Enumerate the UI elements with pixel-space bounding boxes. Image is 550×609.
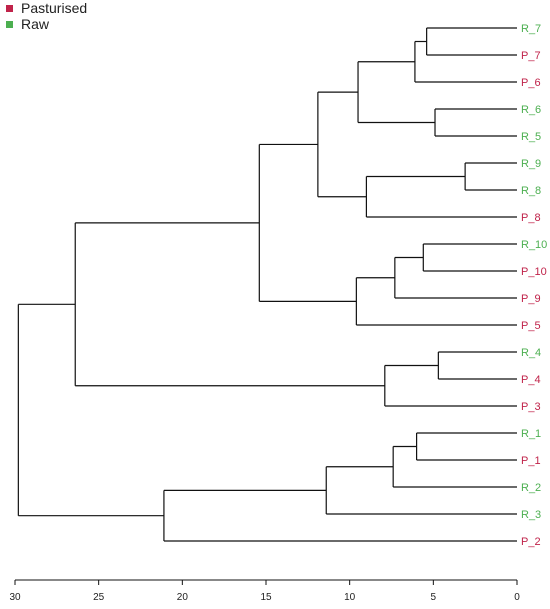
leaf-label: P_6 — [521, 77, 541, 89]
x-tick-label: 30 — [9, 592, 21, 603]
leaf-label: P_5 — [521, 320, 541, 332]
legend-swatch — [6, 4, 13, 12]
leaf-label: P_8 — [521, 212, 541, 224]
x-tick-label: 0 — [514, 592, 520, 603]
legend-swatch — [6, 20, 13, 28]
legend-label: Pasturised — [21, 0, 88, 16]
leaf-label: R_5 — [521, 131, 541, 143]
leaf-label: R_6 — [521, 104, 541, 116]
x-tick-label: 20 — [177, 592, 189, 603]
legend-item-pasturised: Pasturised — [6, 0, 87, 16]
leaf-label: P_2 — [521, 536, 541, 548]
leaf-label: R_7 — [521, 23, 541, 35]
leaf-label: R_4 — [521, 347, 541, 359]
leaf-label: R_10 — [521, 239, 547, 251]
legend: Pasturised Raw — [6, 0, 87, 32]
dendrogram-links — [17, 27, 517, 542]
leaf-label: P_4 — [521, 374, 541, 386]
leaf-label: R_1 — [521, 428, 541, 440]
legend-label: Raw — [21, 16, 50, 32]
x-axis: 30 25 20 15 10 5 0 — [9, 579, 520, 603]
leaf-label: R_3 — [521, 509, 541, 521]
legend-item-raw: Raw — [6, 16, 87, 32]
x-tick-label: 15 — [260, 592, 272, 603]
leaf-label: P_1 — [521, 455, 541, 467]
x-tick-label: 5 — [431, 592, 437, 603]
leaf-label: P_9 — [521, 293, 541, 305]
leaf-label: R_2 — [521, 482, 541, 494]
leaf-label: P_3 — [521, 401, 541, 413]
leaf-label: R_9 — [521, 158, 541, 170]
leaf-label: P_7 — [521, 50, 541, 62]
leaf-labels: R_7P_7P_6R_6R_5R_9R_8P_8R_10P_10P_9P_5R_… — [521, 23, 547, 548]
x-tick-label: 10 — [344, 592, 356, 603]
leaf-label: R_8 — [521, 185, 541, 197]
x-tick-label: 25 — [93, 592, 105, 603]
leaf-label: P_10 — [521, 266, 547, 278]
